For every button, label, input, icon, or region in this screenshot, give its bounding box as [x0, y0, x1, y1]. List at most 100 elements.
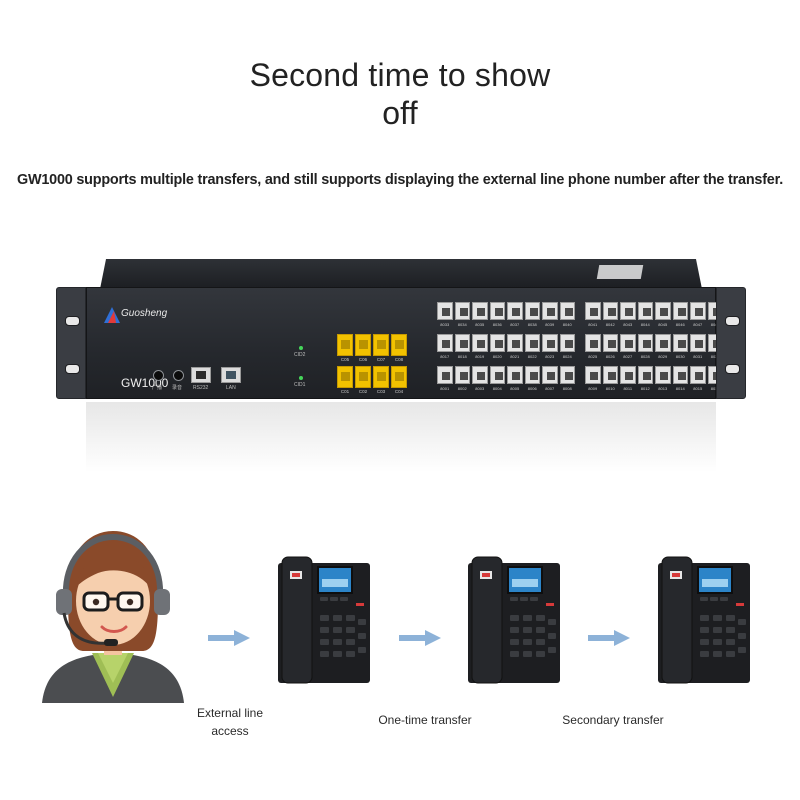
- trunk-port-row-top: [337, 334, 407, 356]
- extension-label: 8047: [693, 322, 703, 327]
- trunk-port-icon: [373, 366, 389, 388]
- extension-label: 8042: [605, 322, 615, 327]
- cid1-led-icon: [299, 376, 303, 380]
- extension-label: 8007: [545, 386, 555, 391]
- extension-label: 8048: [708, 322, 724, 328]
- extension-port-icon: [507, 302, 523, 320]
- extension-port-icon: [454, 334, 470, 352]
- extension-label: 8038: [527, 322, 537, 327]
- trunk-port-icon: [355, 334, 371, 356]
- extension-label: 8023: [545, 354, 555, 359]
- cid2-led-icon: [299, 346, 303, 350]
- extension-port-icon: [672, 366, 688, 384]
- arrow-right-icon: [208, 630, 250, 646]
- extension-port-icon: [489, 334, 505, 352]
- extension-label: 8036: [492, 322, 502, 327]
- extension-label: 8027: [623, 354, 633, 359]
- desk-phone-icon: [466, 555, 562, 685]
- brand-logo-icon: [104, 307, 120, 323]
- extension-label: 8019: [475, 354, 485, 359]
- extension-port-icon: [559, 366, 575, 384]
- extension-label: 8024: [562, 354, 572, 359]
- page-title-line-2: off: [382, 95, 418, 131]
- extension-port-icon: [690, 302, 706, 320]
- trunk-label: C08: [394, 357, 404, 362]
- port-label: RS232: [193, 385, 209, 391]
- trunk-labels-top: C05 C06 C07 C08: [337, 357, 407, 362]
- extension-port-icon: [489, 302, 505, 320]
- extension-label: 8025: [588, 354, 598, 359]
- extension-port-row: 80418042804380448045804680478048: [585, 302, 723, 328]
- extension-port-icon: [437, 366, 453, 384]
- extension-label: 8039: [545, 322, 555, 327]
- mount-hole-icon: [65, 364, 80, 374]
- extension-label: 8035: [475, 322, 485, 327]
- desk-phone-icon: [656, 555, 752, 685]
- port-label: LAN: [226, 385, 236, 391]
- extension-port-icon: [542, 334, 558, 352]
- extension-port-icon: [620, 302, 636, 320]
- extension-label: 8003: [475, 386, 485, 391]
- extension-label: 8028: [640, 354, 650, 359]
- extension-port-icon: [472, 366, 488, 384]
- extension-label: 8033: [440, 322, 450, 327]
- operator-headset-icon: [42, 531, 184, 703]
- extension-label: 8020: [492, 354, 502, 359]
- extension-port-icon: [690, 334, 706, 352]
- arrow-right-icon: [399, 630, 441, 646]
- extension-label: 8044: [640, 322, 650, 327]
- desk-phone-icon: [276, 555, 372, 685]
- extension-port-icon: [637, 302, 653, 320]
- extension-label: 8026: [605, 354, 615, 359]
- trunk-port-icon: [337, 366, 353, 388]
- trunk-port-row-bottom: [337, 366, 407, 388]
- extension-port-icon: [437, 334, 453, 352]
- trunk-port-icon: [391, 366, 407, 388]
- extension-port-row: 80258026802780288029803080318032: [585, 334, 723, 360]
- extension-label: 8013: [658, 386, 668, 391]
- extension-port-icon: [472, 302, 488, 320]
- extension-port-icon: [655, 302, 671, 320]
- extension-label: 8045: [658, 322, 668, 327]
- extension-port-icon: [472, 334, 488, 352]
- extension-label: 8032: [708, 354, 724, 360]
- extension-port-icon: [585, 302, 601, 320]
- extension-port-icon: [507, 334, 523, 352]
- extension-label: 8016: [708, 386, 724, 392]
- external-line-label: External line access: [178, 704, 282, 740]
- device-front-panel: Guosheng GW1000 广播 录音 RS232 LAN CID2 CID…: [86, 287, 723, 399]
- jack-label: 广播: [152, 385, 163, 391]
- trunk-label: C07: [376, 357, 386, 362]
- extension-port-icon: [690, 366, 706, 384]
- extension-label: 8005: [510, 386, 520, 391]
- extension-label: 8043: [623, 322, 633, 327]
- extension-port-icon: [620, 366, 636, 384]
- extension-label: 8034: [457, 322, 467, 327]
- extension-label: 8021: [510, 354, 520, 359]
- rack-ear-right: [716, 287, 746, 399]
- extension-port-icon: [655, 366, 671, 384]
- extension-label: 8029: [658, 354, 668, 359]
- extension-port-icon: [620, 334, 636, 352]
- extension-label: 8006: [527, 386, 537, 391]
- trunk-label: C03: [376, 389, 386, 394]
- trunk-port-icon: [355, 366, 371, 388]
- extension-port-row: 80098010801180128013801480158016: [585, 366, 723, 392]
- jack-label: 录音: [172, 385, 183, 391]
- extension-label: 8012: [640, 386, 650, 391]
- extension-port-icon: [637, 366, 653, 384]
- extension-port-icon: [559, 334, 575, 352]
- trunk-label: C01: [340, 389, 350, 394]
- extension-label: 8030: [675, 354, 685, 359]
- trunk-port-icon: [337, 334, 353, 356]
- mount-hole-icon: [725, 316, 740, 326]
- extension-port-icon: [672, 302, 688, 320]
- audio-jack-broadcast-icon: [153, 370, 164, 381]
- trunk-port-icon: [391, 334, 407, 356]
- extension-port-icon: [524, 302, 540, 320]
- rs232-port-icon: [191, 367, 211, 383]
- extension-port-icon: [585, 334, 601, 352]
- extension-port-icon: [637, 334, 653, 352]
